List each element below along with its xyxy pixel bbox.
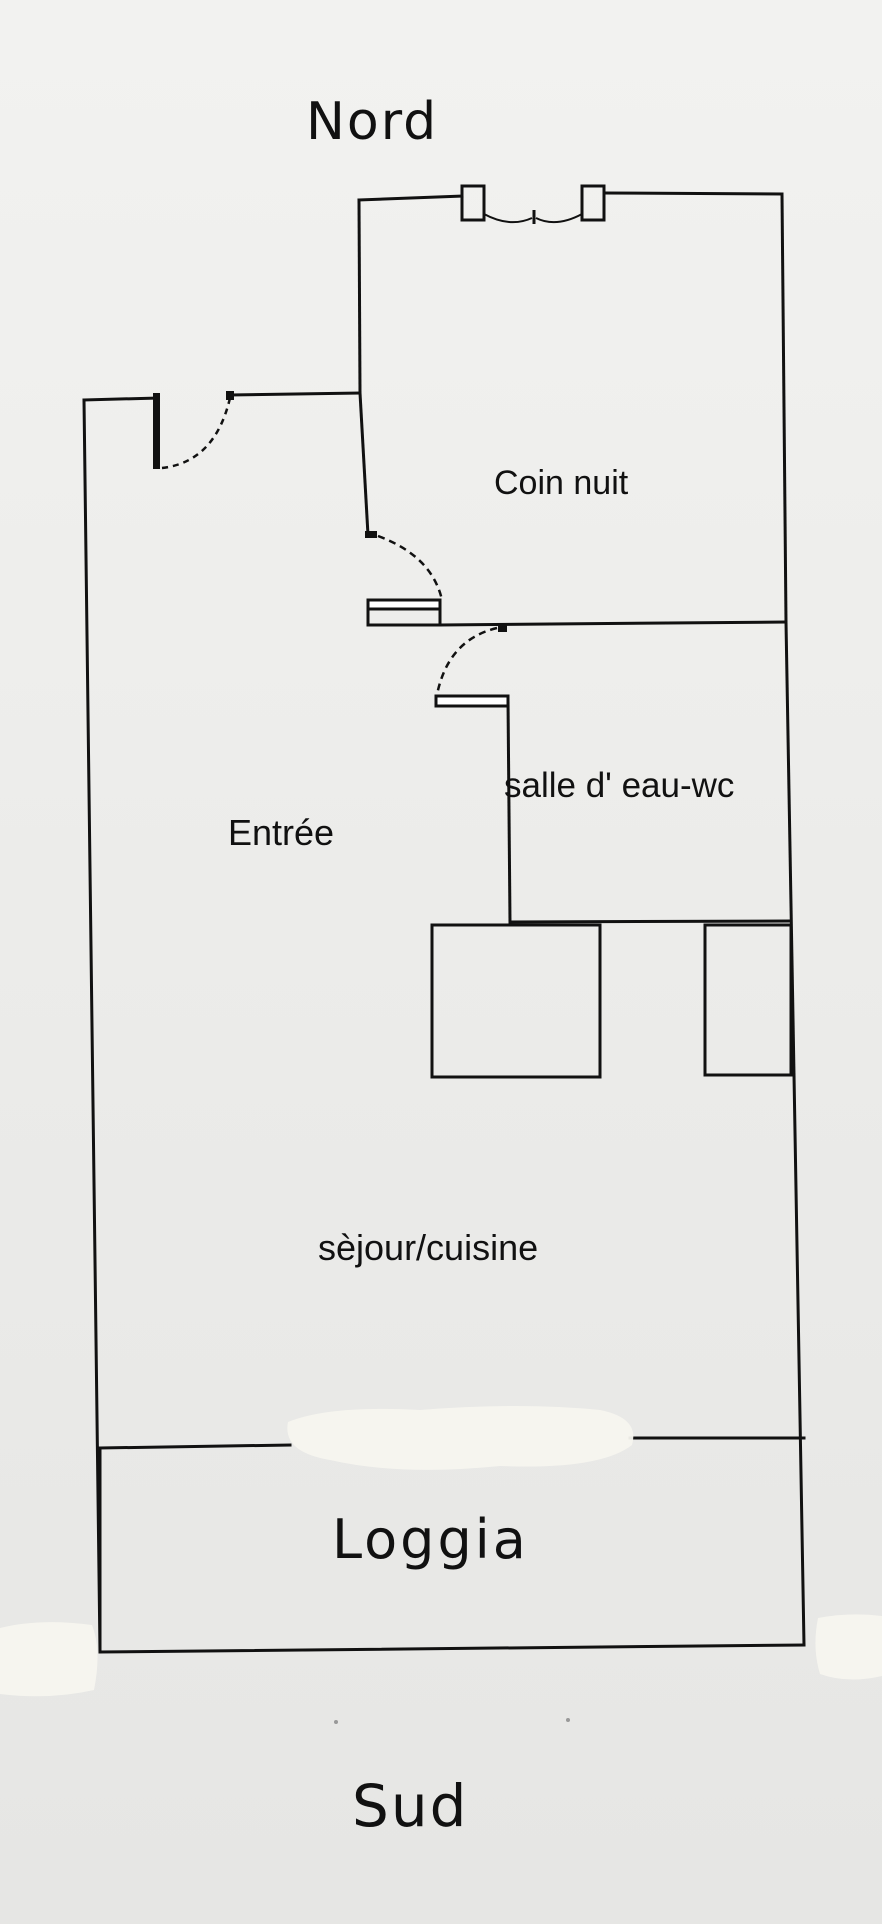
bathroom-left-wall bbox=[506, 698, 512, 924]
loggia-top-wall-left bbox=[98, 1443, 292, 1450]
outer-wall-right-lower bbox=[792, 1073, 806, 1647]
north-window-right-frame bbox=[580, 184, 606, 222]
kitchen-unit-right bbox=[703, 923, 793, 1077]
bedroom-top-wall-right bbox=[602, 191, 784, 196]
bedroom-label: Coin nuit bbox=[494, 464, 629, 502]
bedroom-door bbox=[365, 531, 444, 627]
loggia-bottom-wall bbox=[98, 1643, 806, 1654]
north-window-sashes bbox=[483, 210, 583, 224]
loggia-label: Loggia bbox=[332, 1508, 529, 1571]
north-window-left-frame bbox=[460, 184, 486, 222]
north-label: Nord bbox=[306, 92, 439, 152]
correction-fluid-marks bbox=[0, 1406, 882, 1697]
kitchen-unit-left bbox=[430, 923, 602, 1079]
outer-wall-right-middle bbox=[784, 620, 796, 1077]
living-kitchen-label: sèjour/cuisine bbox=[318, 1227, 539, 1268]
outer-wall-left bbox=[82, 398, 102, 1654]
bedroom-bottom-wall bbox=[438, 620, 788, 627]
entry-top-wall-right bbox=[228, 391, 362, 397]
paper-speck bbox=[334, 1720, 338, 1724]
entrance-door bbox=[153, 391, 234, 470]
bedroom-left-wall-upper bbox=[357, 198, 362, 395]
bathroom-label: salle d' eau-wc bbox=[504, 766, 735, 805]
bedroom-top-wall-left bbox=[357, 194, 464, 202]
bathroom-door bbox=[434, 624, 510, 708]
bedroom-left-wall-lower bbox=[358, 391, 370, 537]
bathroom-bottom-wall bbox=[508, 919, 792, 924]
entry-top-wall bbox=[82, 396, 160, 402]
outer-wall-right-upper bbox=[780, 192, 788, 624]
entry-label: Entrée bbox=[228, 812, 335, 853]
paper-speck bbox=[566, 1718, 570, 1722]
south-label: Sud bbox=[352, 1772, 469, 1840]
